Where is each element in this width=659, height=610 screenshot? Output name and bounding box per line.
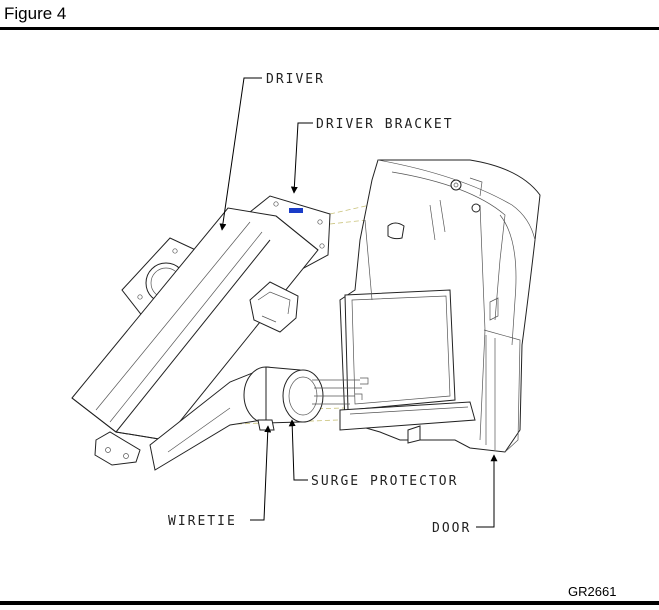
top-rule: [0, 27, 659, 30]
driver-part: [71, 207, 319, 466]
figure-title: Figure 4: [4, 4, 67, 23]
bottom-rule: [0, 601, 659, 605]
surge-protector-part: [243, 366, 369, 431]
callout-driver: DRIVER: [266, 72, 325, 87]
callout-surge-protector: SURGE PROTECTOR: [311, 474, 458, 489]
callout-wiretie: WIRETIE: [168, 514, 237, 529]
label-sticker: [289, 208, 303, 213]
callout-driver-bracket: DRIVER BRACKET: [316, 117, 454, 132]
door-part: [339, 159, 541, 453]
leader-lines: [219, 77, 498, 528]
callout-door: DOOR: [432, 521, 471, 536]
figure-id: GR2661: [568, 584, 617, 599]
